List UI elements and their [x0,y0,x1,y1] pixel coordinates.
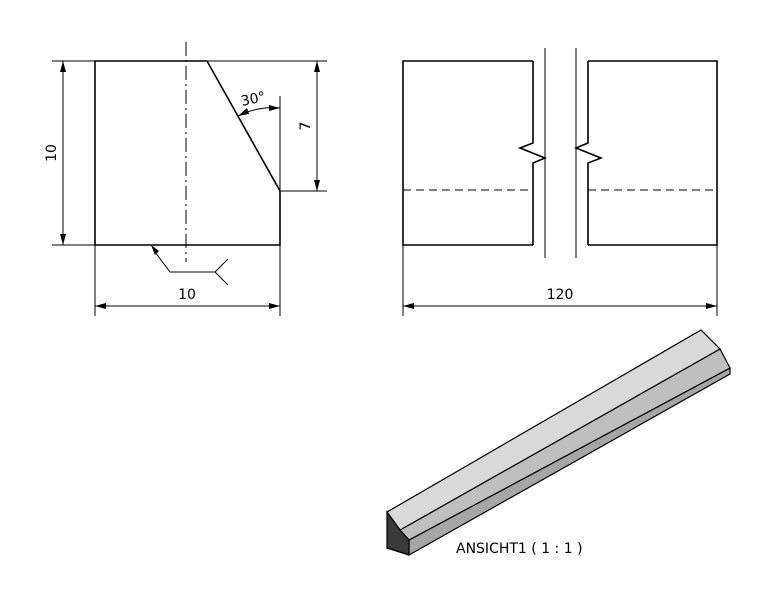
dim-chamfer-height: 7 [207,60,327,192]
iso-top-face [386,329,721,531]
side-view-left-outline [402,60,533,246]
view-label: ANSICHT1 ( 1 : 1 ) [456,541,583,557]
front-view [94,42,281,262]
side-view-left-break [517,61,548,245]
dim-side-length-text: 120 [547,287,574,303]
dim-front-width-text: 10 [178,287,196,303]
weld-symbol [151,245,229,286]
dim-front-height-text: 10 [44,144,60,162]
dim-chamfer-angle: 30° [237,89,281,191]
iso-end-face [386,510,410,556]
side-view-right-break [573,61,604,245]
dim-chamfer-angle-text: 30° [240,89,268,110]
iso-chamfer-face [399,348,731,541]
iso-side-face [408,366,731,557]
dim-side-length: 120 [402,245,718,316]
side-view [402,48,718,258]
side-view-right-outline [588,60,718,246]
dim-front-width: 10 [94,245,281,316]
dim-chamfer-height-text: 7 [298,122,314,131]
dim-front-height: 10 [44,60,95,246]
isometric-view [386,329,731,557]
front-view-outline [94,60,281,246]
